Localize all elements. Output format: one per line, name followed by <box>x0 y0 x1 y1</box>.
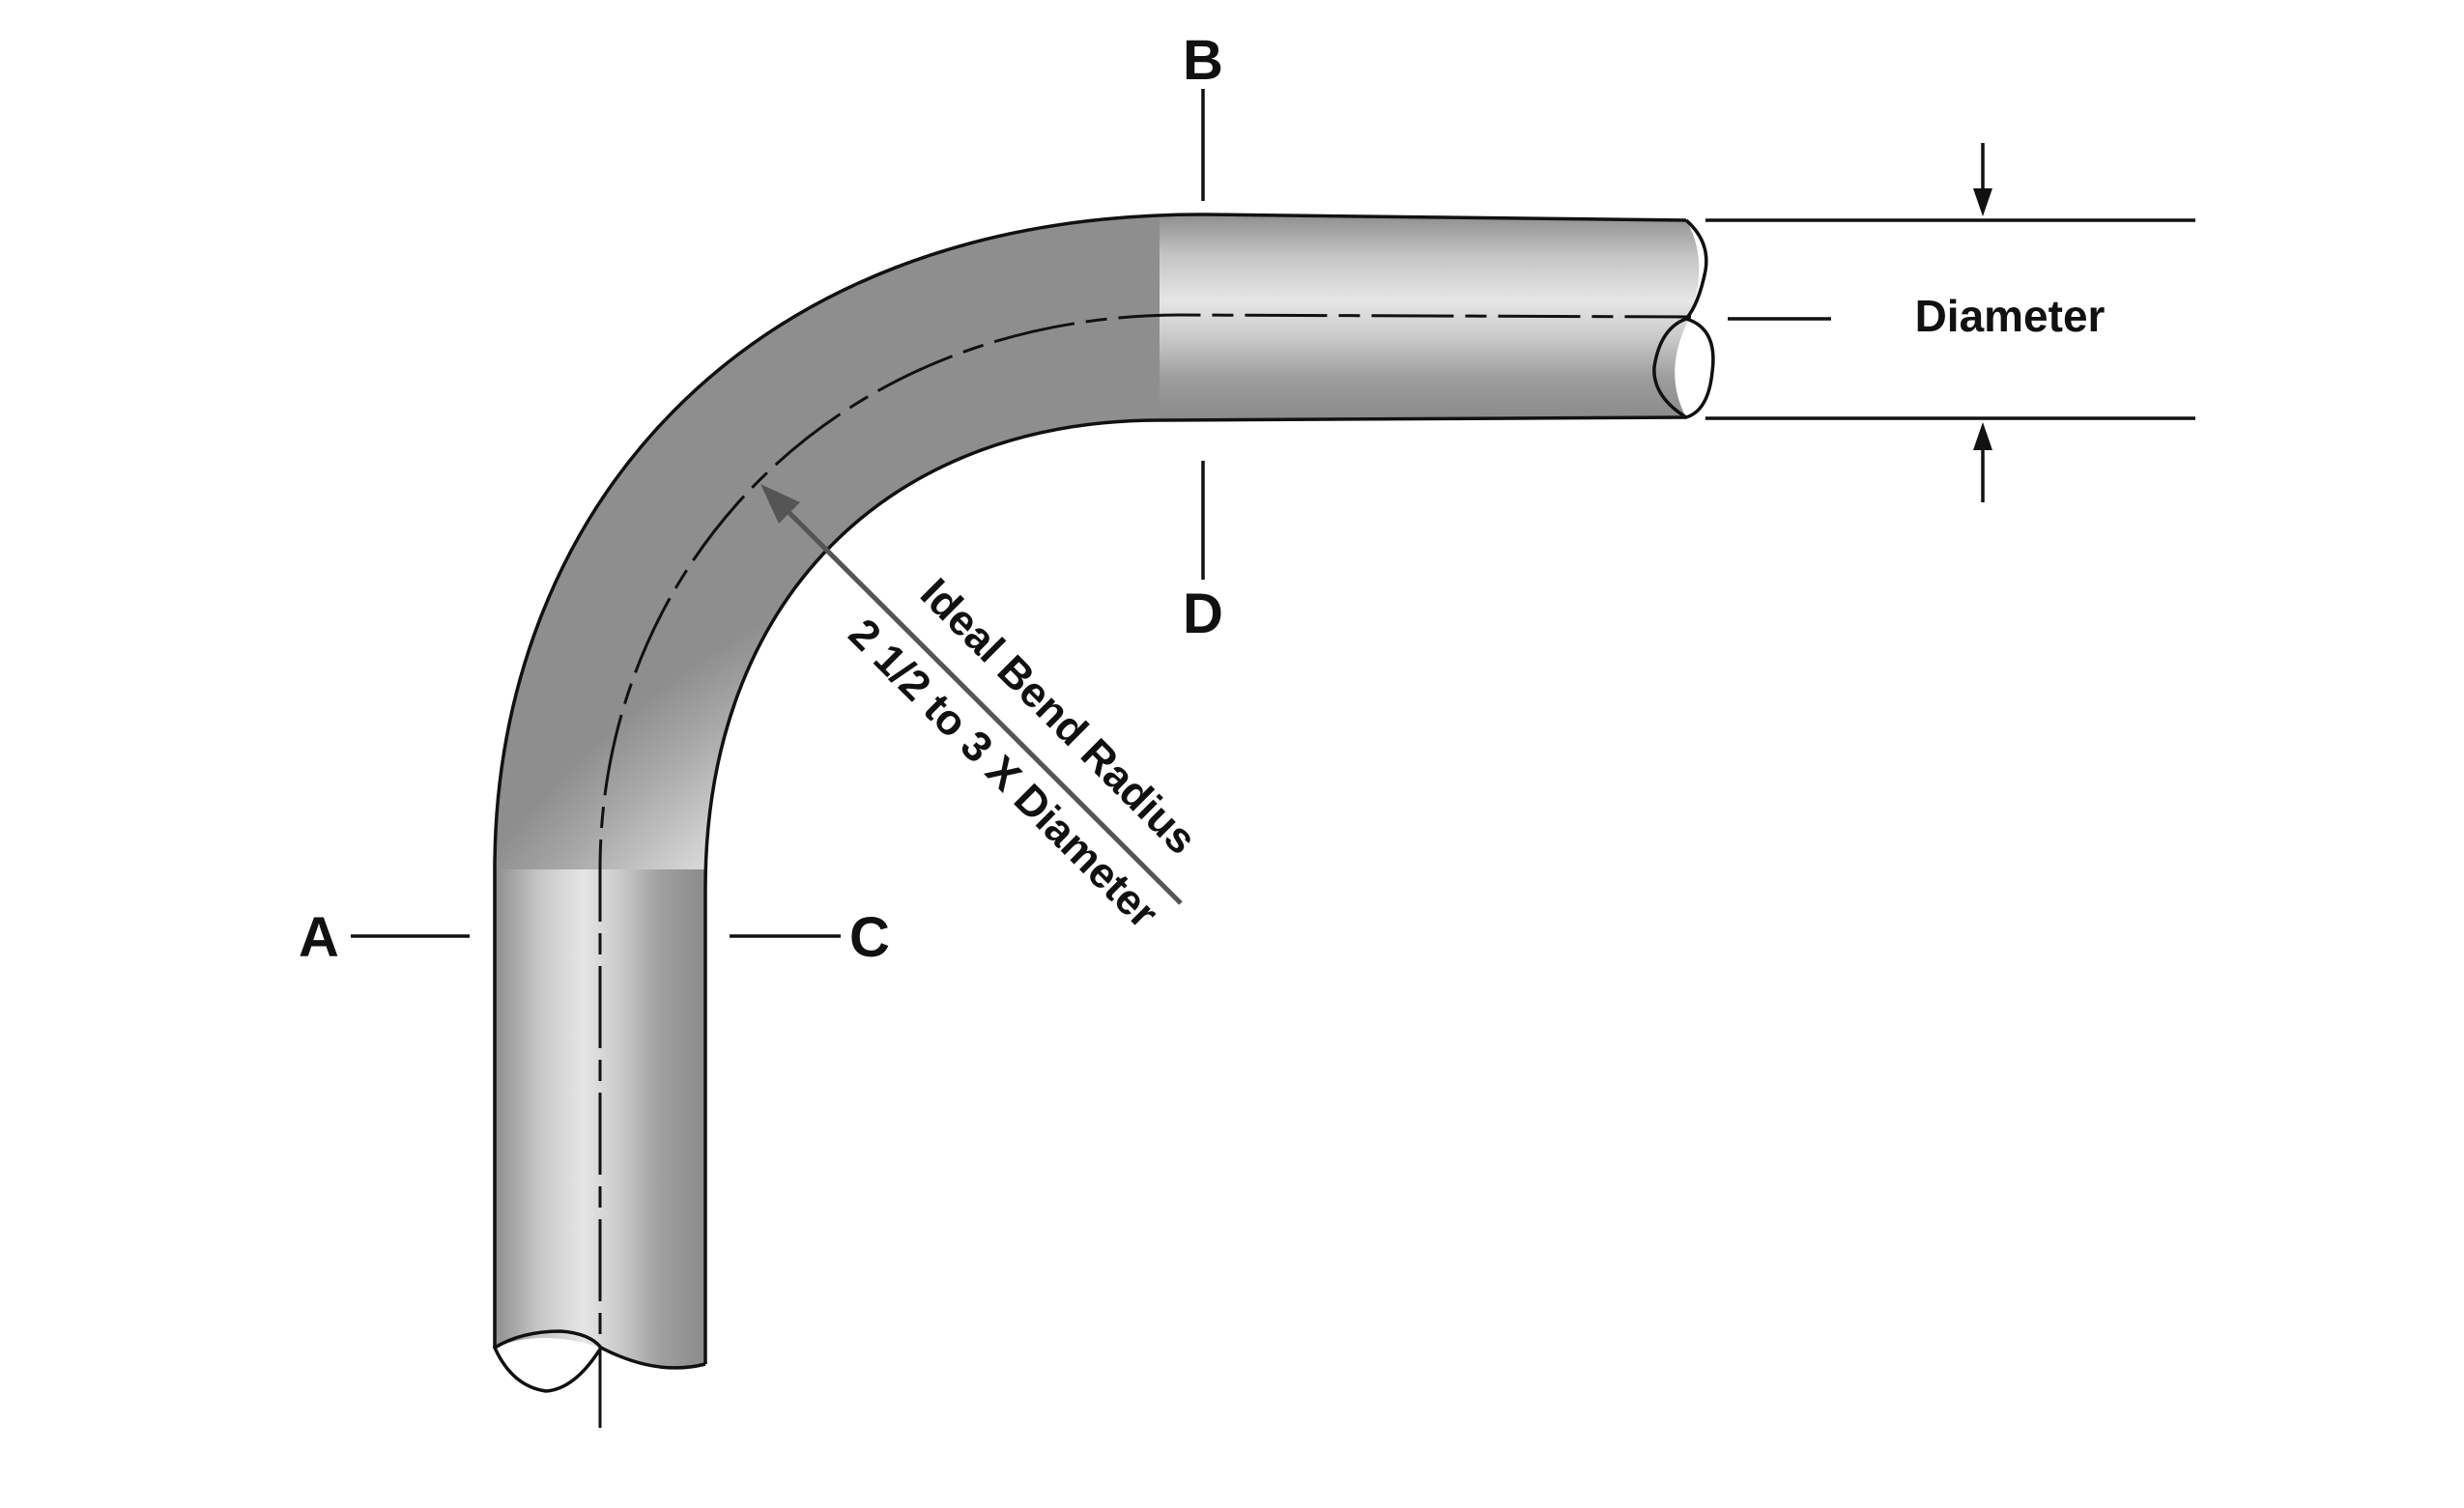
diameter-bottom-arrowhead <box>1973 422 1992 450</box>
diameter-top-arrowhead <box>1973 188 1992 216</box>
label-d: D <box>1183 583 1223 645</box>
bend-radius-arrow <box>771 495 1183 905</box>
diameter-dimension <box>1705 143 2195 502</box>
reference-lines <box>351 89 1205 938</box>
label-b: B <box>1183 29 1223 92</box>
bend-radius-arrowhead <box>760 484 800 524</box>
tube-bend-section <box>495 214 1208 966</box>
tube-outer-edge <box>493 213 1687 1348</box>
bent-tube <box>492 213 1715 1393</box>
label-a: A <box>299 906 339 969</box>
tube-bottom-end-back <box>600 1346 706 1370</box>
diameter-label: Diameter <box>1915 291 2106 341</box>
tube-centerline <box>598 313 1692 1428</box>
bend-radius-indicator <box>760 484 1183 905</box>
tube-right-end-back <box>1684 218 1708 321</box>
tube-inner-edge <box>703 415 1687 1364</box>
label-c: C <box>849 906 890 969</box>
tube-horizontal-section <box>1160 214 1700 420</box>
tube-right-end <box>1652 317 1715 419</box>
